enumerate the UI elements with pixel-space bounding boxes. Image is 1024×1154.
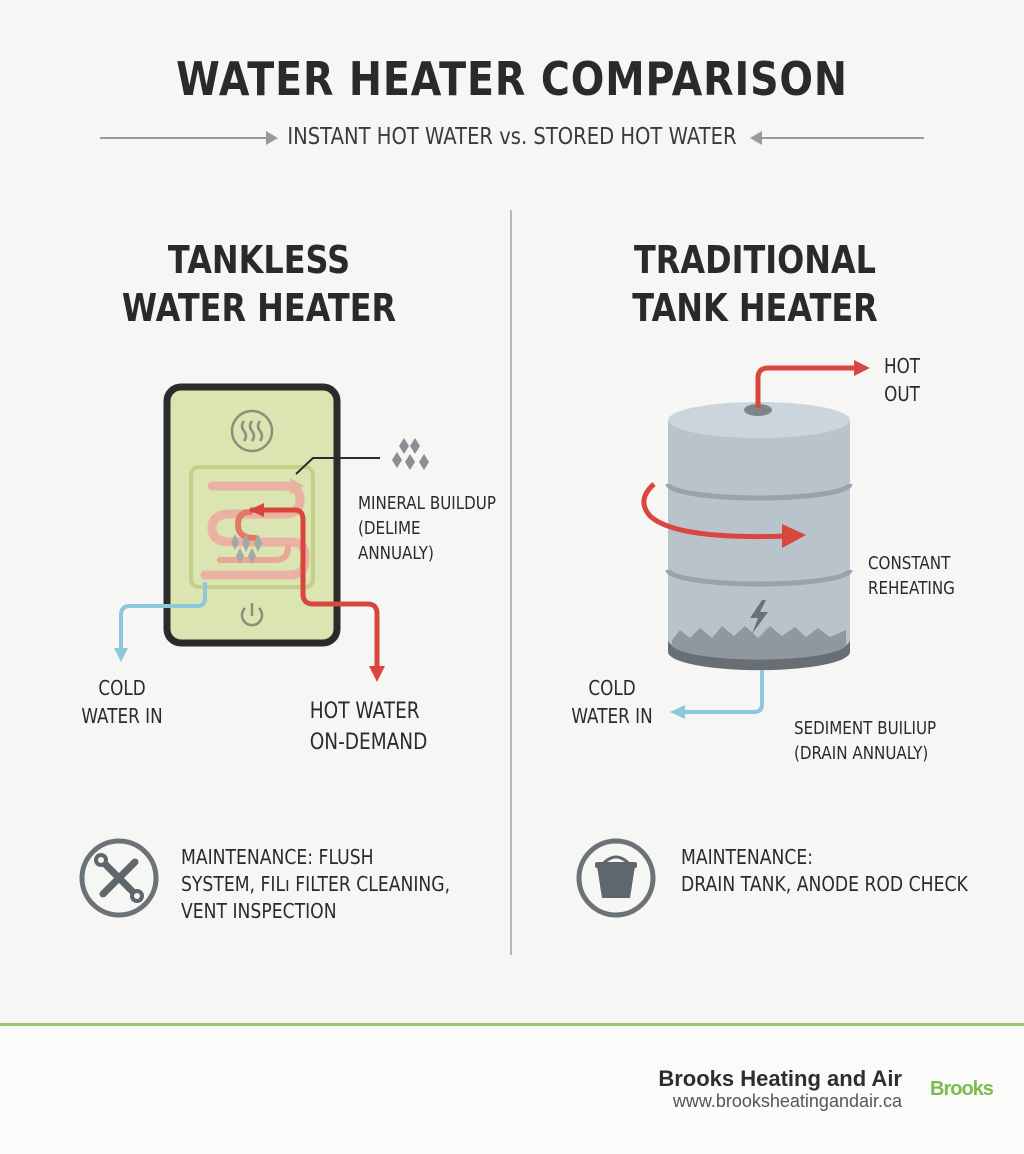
constant-reheating-label: CONSTANT REHEATING xyxy=(868,551,955,601)
tankless-maintenance-text: MAINTENANCE: FLUSH SYSTEM, FILı FILTER C… xyxy=(181,844,450,925)
tank-heading-line1: TRADITIONAL xyxy=(634,238,876,282)
tank-hot-out-pipe xyxy=(755,360,870,408)
company-website[interactable]: www.brooksheatingandair.ca xyxy=(672,1091,902,1111)
company-logo: Brooks xyxy=(930,1078,994,1100)
tank-heading: TRADITIONAL TANK HEATER xyxy=(587,236,923,332)
tank-cold-label: COLD WATER IN xyxy=(570,674,654,730)
subtitle-right-arrow xyxy=(750,131,924,145)
tankless-cold-line2: WATER IN xyxy=(81,704,163,728)
company-name: Brooks Heating and Air xyxy=(658,1066,902,1091)
tankless-maint-line3: VENT INSPECTION xyxy=(181,899,337,923)
page-title: WATER HEATER COMPARISON xyxy=(176,52,848,106)
heat-waves-icon xyxy=(230,409,274,453)
tank-maint-line1: MAINTENANCE: xyxy=(681,845,814,869)
tankless-hot-pipe xyxy=(249,503,385,682)
hot-out-line1: HOT xyxy=(883,354,921,378)
power-icon xyxy=(240,603,264,627)
tankless-cold-line1: COLD xyxy=(98,676,146,700)
hot-out-label: HOT OUT xyxy=(877,352,927,408)
tankless-maint-line2: SYSTEM, FILı FILTER CLEANING, xyxy=(181,872,451,896)
tankless-hot-label: HOT WATER ON-DEMAND xyxy=(309,696,428,758)
wrench-screwdriver-icon xyxy=(79,838,159,918)
tank-cold-line2: WATER IN xyxy=(571,704,653,728)
mineral-crystals-icon xyxy=(392,438,429,470)
mineral-label-line2: (DELIME xyxy=(358,518,421,539)
tank-heading-line2: TANK HEATER xyxy=(632,286,878,330)
tank-unit xyxy=(665,402,853,671)
sediment-line2: (DRAIN ANNUALY) xyxy=(794,743,929,764)
sediment-icon xyxy=(672,626,846,660)
tankless-heading-line2: WATER HEATER xyxy=(121,286,397,330)
bucket-icon xyxy=(576,838,656,918)
reheat-line2: REHEATING xyxy=(868,578,955,599)
hot-out-line2: OUT xyxy=(884,382,920,406)
mineral-leader-line xyxy=(295,457,380,475)
tankless-cold-pipe xyxy=(114,582,207,662)
tank-cold-pipe xyxy=(670,670,764,719)
subtitle-left-arrow xyxy=(100,131,278,145)
coil-arrow-icon xyxy=(290,478,304,494)
tankless-heading: TANKLESS WATER HEATER xyxy=(91,236,427,332)
tank-maintenance-text: MAINTENANCE: DRAIN TANK, ANODE ROD CHECK xyxy=(681,844,968,898)
reheating-arrow-icon xyxy=(641,482,806,548)
tankless-maint-line1: MAINTENANCE: FLUSH xyxy=(181,845,374,869)
tankless-cold-label: COLD WATER IN xyxy=(80,674,164,730)
sediment-line1: SEDIMENT BUILIUP xyxy=(794,718,937,739)
reheat-line1: CONSTANT xyxy=(868,553,951,574)
column-divider xyxy=(510,210,512,955)
mineral-label-line1: MINERAL BUILDUP xyxy=(358,493,496,514)
footer xyxy=(0,1026,1024,1154)
mineral-label-line3: ANNUALY) xyxy=(358,543,434,564)
lightning-icon xyxy=(750,600,768,634)
tankless-hot-line1: HOT WATER xyxy=(309,699,420,724)
mineral-deposits-icon xyxy=(231,534,262,564)
tank-cold-line1: COLD xyxy=(588,676,636,700)
tankless-heading-line1: TANKLESS xyxy=(167,238,351,282)
tankless-hot-line2: ON-DEMAND xyxy=(309,730,428,755)
mineral-buildup-label: MINERAL BUILDUP (DELIME ANNUALY) xyxy=(358,491,496,566)
footer-divider xyxy=(0,1023,1024,1026)
sediment-buildup-label: SEDIMENT BUILIUP (DRAIN ANNUALY) xyxy=(794,716,936,766)
page-subtitle: INSTANT HOT WATER vs. STORED HOT WATER xyxy=(287,124,737,150)
tank-maint-line2: DRAIN TANK, ANODE ROD CHECK xyxy=(681,872,968,896)
